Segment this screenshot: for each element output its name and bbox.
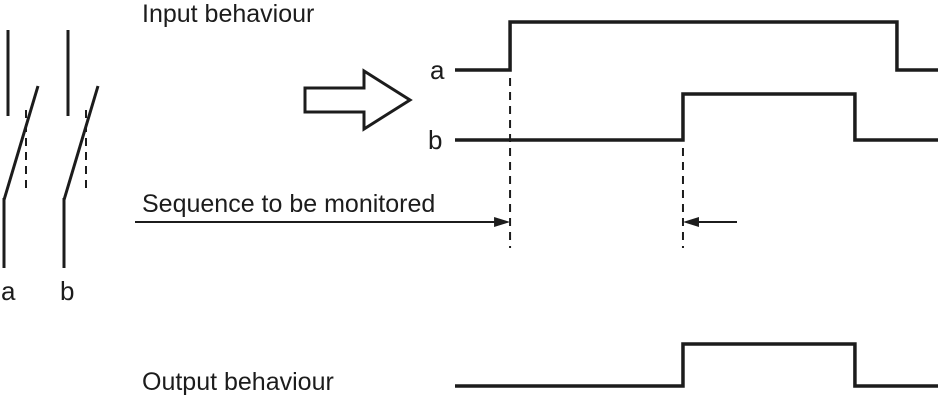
- waveform-output: [455, 342, 938, 388]
- dimension-right-arrow-icon: [494, 217, 511, 227]
- contact-b-label: b: [60, 276, 74, 306]
- sequence-label: Sequence to be monitored: [142, 190, 435, 218]
- contact-symbol-a: [2, 30, 40, 268]
- waveform-signal-a: [455, 20, 938, 72]
- output-behaviour-title: Output behaviour: [142, 368, 334, 396]
- signal-a-label: a: [430, 55, 445, 85]
- contact-a-label: a: [1, 276, 16, 306]
- right-block-arrow-icon: [303, 68, 413, 132]
- sequence-span-dimension: [135, 217, 737, 227]
- dimension-left-arrow-icon: [682, 217, 699, 227]
- signal-b-label: b: [428, 125, 442, 155]
- contact-a-moving-contact: [2, 85, 40, 201]
- contact-symbol-b: [62, 30, 100, 268]
- contact-b-moving-contact: [62, 85, 100, 201]
- input-behaviour-title: Input behaviour: [142, 0, 314, 28]
- waveform-signal-b: [455, 92, 938, 142]
